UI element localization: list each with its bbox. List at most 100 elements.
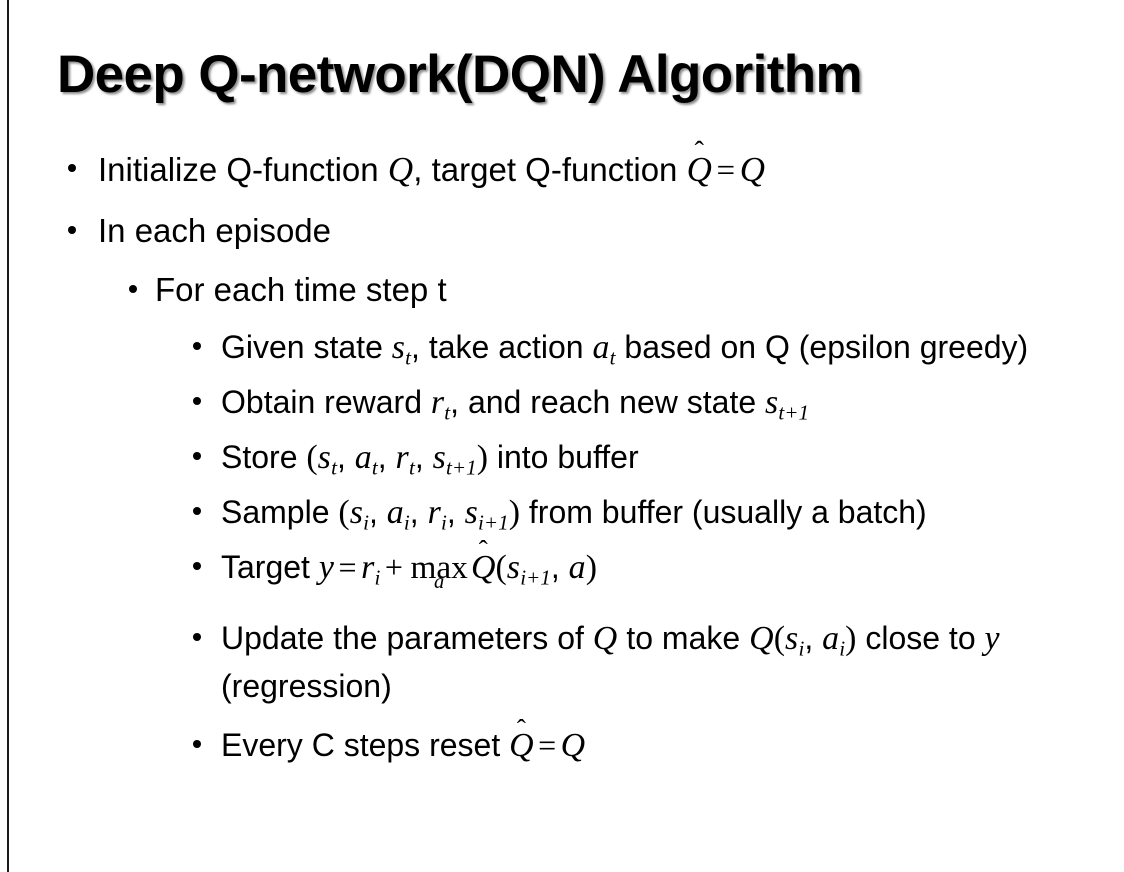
math-sub-t: t xyxy=(408,455,415,480)
math-var-s: s xyxy=(785,619,799,657)
math-var-r: r xyxy=(427,494,441,532)
bullet-dot-icon xyxy=(193,632,201,641)
math-sub-i: i xyxy=(798,636,805,661)
bullet-dot-icon xyxy=(193,397,201,406)
math-var-s: s xyxy=(765,384,779,422)
text-run: , xyxy=(446,494,465,531)
math-sub-i: i xyxy=(374,565,381,590)
list-item-initialize: Initialize Q-function Q, target Q-functi… xyxy=(0,146,1124,195)
list-item-text: Every C steps reset Q̂=Q xyxy=(221,727,586,765)
math-paren-close: ) xyxy=(508,494,520,532)
math-var-r: r xyxy=(361,548,375,586)
math-var-s: s xyxy=(391,329,406,367)
text-run: into buffer xyxy=(487,439,639,476)
bullet-dot-icon xyxy=(129,285,137,294)
text-run: Update the parameters of xyxy=(221,619,593,656)
math-sub-t: t xyxy=(444,400,451,425)
math-sub-t: t xyxy=(371,455,378,480)
text-run: , xyxy=(550,548,569,585)
text-run: , xyxy=(409,494,428,531)
left-edge-rule xyxy=(7,0,9,872)
math-paren-close: ) xyxy=(845,619,857,657)
page-title: Deep Q-network(DQN) Algorithm xyxy=(57,45,863,104)
text-run: , take action xyxy=(411,329,593,366)
math-sub-t-plus-1: t+1 xyxy=(778,400,810,425)
math-paren-open: ( xyxy=(338,494,350,532)
text-run: from buffer (usually a batch) xyxy=(520,494,927,531)
list-item-text: Sample (si, ai, ri, si+1) from buffer (u… xyxy=(221,494,927,534)
bullet-dot-icon xyxy=(193,740,201,749)
text-run: based on Q (epsilon greedy) xyxy=(615,329,1029,366)
text-run: Target xyxy=(221,548,319,585)
text-run: Obtain reward xyxy=(221,384,431,421)
math-var-q2: Q xyxy=(739,150,766,189)
text-run: Store xyxy=(221,439,307,476)
max-subscript-a: a xyxy=(434,570,445,593)
math-equals: = xyxy=(338,548,357,585)
list-item-reset: Every C steps reset Q̂=Q xyxy=(0,722,1124,769)
math-sub-t: t xyxy=(609,345,616,370)
math-sub-i: i xyxy=(839,636,846,661)
math-var-s: s xyxy=(506,548,521,586)
math-var-q-hat: Q̂ xyxy=(686,150,712,189)
list-item-text: Initialize Q-function Q, target Q-functi… xyxy=(98,150,766,189)
text-run: , xyxy=(377,439,396,476)
math-sub-i-plus-1: i+1 xyxy=(520,565,551,590)
math-var-a: a xyxy=(354,439,372,477)
list-item-each-time-step: For each time step t xyxy=(0,267,1124,313)
math-sub-t-plus-1: t+1 xyxy=(446,455,477,480)
math-var-r: r xyxy=(395,439,409,477)
math-paren-close: ) xyxy=(476,439,488,477)
math-plus: + xyxy=(384,548,403,585)
math-paren-open: ( xyxy=(495,548,507,586)
list-item-text: Update the parameters of Q to make Q(si,… xyxy=(221,620,1000,704)
text-run: Given state xyxy=(221,329,392,366)
bullet-list: Initialize Q-function Q, target Q-functi… xyxy=(0,146,1124,776)
text-run: , xyxy=(804,619,823,656)
text-run: Sample xyxy=(221,494,339,531)
math-var-q: Q xyxy=(560,727,586,765)
text-run: Initialize Q-function xyxy=(98,151,388,188)
math-var-q-hat: Q̂ xyxy=(509,727,534,765)
math-var-s: s xyxy=(317,439,332,477)
math-var-s2: s xyxy=(464,494,479,532)
math-var-q: Q xyxy=(387,150,414,189)
math-var-s: s xyxy=(349,494,364,532)
list-item-each-episode: In each episode xyxy=(0,208,1124,254)
math-var-a: a xyxy=(592,329,610,367)
list-item-text: For each time step t xyxy=(155,271,447,309)
max-label: max xyxy=(410,548,468,586)
list-item-text: Given state st, take action at based on … xyxy=(221,329,1029,369)
list-item-text: Store (st, at, rt, st+1) into buffer xyxy=(221,439,639,479)
text-run: close to xyxy=(856,619,985,656)
math-paren-open: ( xyxy=(773,619,786,657)
math-var-s2: s xyxy=(432,439,447,477)
math-var-q-hat: Q̂ xyxy=(470,548,496,586)
bullet-dot-icon xyxy=(193,507,201,516)
list-item-text: Obtain reward rt, and reach new state st… xyxy=(221,384,809,424)
math-sub-i: i xyxy=(363,510,369,535)
text-run: (regression) xyxy=(221,667,392,704)
list-item-store: Store (st, at, rt, st+1) into buffer xyxy=(0,434,1124,483)
math-sub-t: t xyxy=(405,345,412,370)
math-paren-open: ( xyxy=(306,439,318,477)
list-item-update: Update the parameters of Q to make Q(si,… xyxy=(0,615,1124,709)
bullet-dot-icon xyxy=(68,225,76,234)
math-var-a: a xyxy=(568,548,586,586)
math-paren-close: ) xyxy=(585,548,598,586)
list-item-sample: Sample (si, ai, ri, si+1) from buffer (u… xyxy=(0,489,1124,538)
math-sub-i: i xyxy=(440,510,447,535)
bullet-dot-icon xyxy=(193,452,201,461)
text-run: , target Q-function xyxy=(413,151,687,188)
list-item-obtain-reward: Obtain reward rt, and reach new state st… xyxy=(0,379,1124,428)
bullet-dot-icon xyxy=(68,164,76,172)
math-var-q: Q xyxy=(592,619,618,657)
bullet-dot-icon xyxy=(193,342,201,351)
math-var-y: y xyxy=(984,619,1000,657)
math-sub-i-plus-1: i+1 xyxy=(478,510,509,535)
list-item-text: In each episode xyxy=(98,211,332,249)
math-equals: = xyxy=(716,153,736,189)
